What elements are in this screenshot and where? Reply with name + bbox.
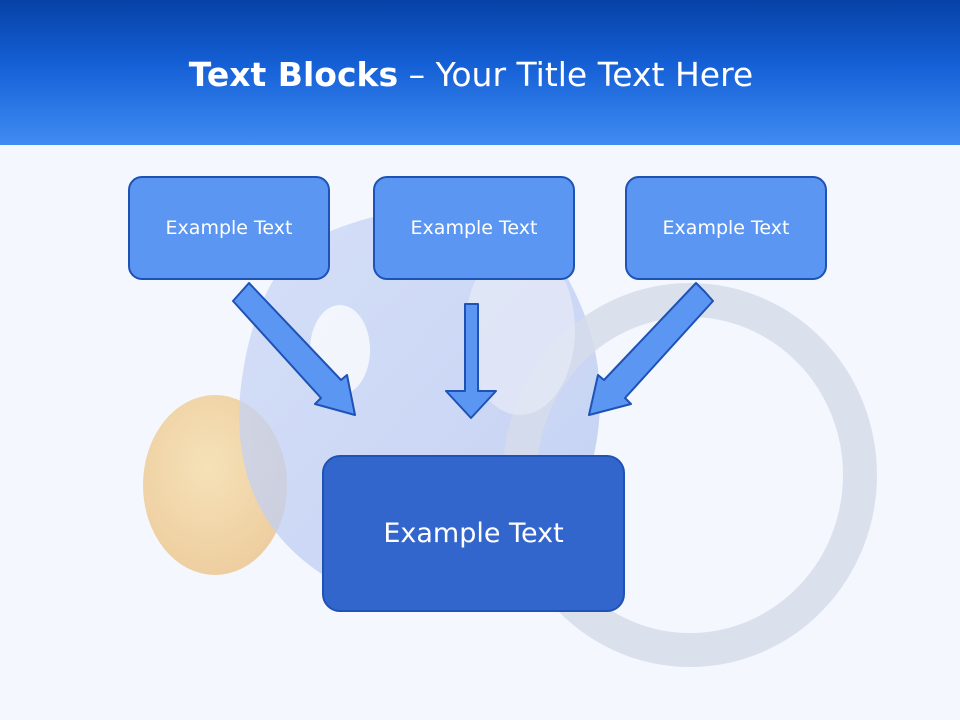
text-block-bottom: Example Text	[322, 455, 625, 612]
text-block-center: Example Text	[373, 176, 575, 280]
arrow-right-diagonal	[588, 282, 714, 416]
text-block-right: Example Text	[625, 176, 827, 280]
title-rest: Your Title Text Here	[435, 55, 754, 94]
arrow-center-down	[445, 303, 497, 419]
arrow-left-diagonal	[232, 282, 356, 416]
text-block-left: Example Text	[128, 176, 330, 280]
title-bar	[0, 0, 960, 145]
slide-title: Text Blocks – Your Title Text Here	[0, 50, 942, 100]
pacifier-handle	[465, 245, 575, 415]
title-separator: –	[398, 55, 436, 94]
title-bold: Text Blocks	[188, 55, 399, 94]
